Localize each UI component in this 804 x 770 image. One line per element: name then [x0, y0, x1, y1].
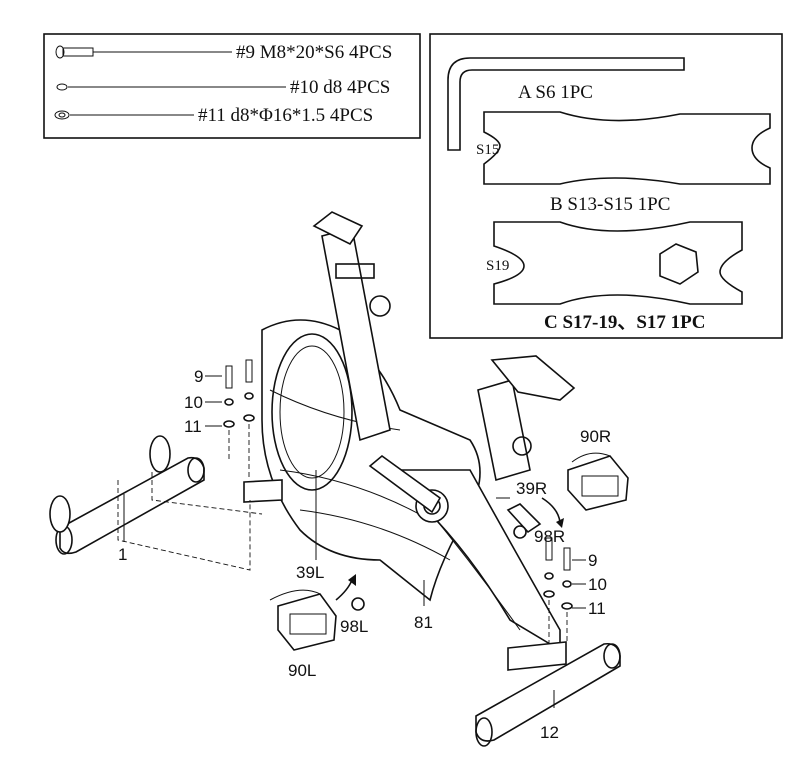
front-stabilizer: [49, 435, 205, 555]
wrench-c-icon: [493, 221, 743, 305]
tools-box: A S6 1PC S15 B S13-S15 1PC S19 C S17-19、…: [429, 33, 783, 339]
tool-label-c: C S17-19、S17 1PC: [544, 312, 706, 333]
tool-label-b: B S13-S15 1PC: [550, 194, 670, 215]
label-left-cap: 98L: [340, 617, 368, 636]
flat-washer-icon: [54, 110, 194, 120]
label-front-washer: 10: [184, 393, 203, 412]
label-front-flat-washer: 11: [184, 417, 202, 436]
left-pedal: [269, 589, 337, 651]
label-front-bolt: 9: [194, 367, 203, 386]
label-frame: 81: [414, 613, 433, 632]
spring-washer-icon: [56, 83, 286, 91]
rear-hardware-stack: [543, 537, 586, 644]
rotation-arrow-icon: [541, 497, 561, 523]
right-cap-icon: [513, 525, 527, 539]
label-right-pedal: 90R: [580, 427, 611, 446]
hex-socket-icon: [659, 243, 699, 285]
hex-key-icon: [447, 57, 685, 151]
wheel-icon: [149, 435, 171, 473]
label-left-crank: 39L: [296, 563, 324, 582]
hardware-label-9: #9 M8*20*S6 4PCS: [236, 42, 392, 63]
left-cap-icon: [351, 597, 365, 611]
label-right-cap: 98R: [534, 527, 565, 546]
label-rear-flat-washer: 11: [588, 599, 606, 618]
front-hardware-stack: [117, 359, 263, 571]
label-left-pedal: 90L: [288, 661, 316, 680]
hardware-label-11: #11 d8*Φ16*1.5 4PCS: [198, 105, 373, 126]
wrench-c-size: S19: [486, 258, 509, 274]
hardware-label-10: #10 d8 4PCS: [290, 77, 390, 98]
label-rear-stabilizer: 12: [540, 723, 559, 742]
wrench-b-icon: [483, 111, 771, 185]
wrench-b-size: S15: [476, 142, 499, 158]
rotation-arrow-icon: [335, 579, 353, 601]
label-rear-washer: 10: [588, 575, 607, 594]
tool-label-a: A S6 1PC: [518, 82, 593, 103]
bolt-icon: [55, 45, 232, 59]
label-front-stabilizer: 1: [118, 545, 127, 564]
right-pedal: [567, 452, 629, 511]
label-right-crank: 39R: [516, 479, 547, 498]
rear-stabilizer: [475, 642, 621, 747]
label-rear-bolt: 9: [588, 551, 597, 570]
hardware-box: #9 M8*20*S6 4PCS #10 d8 4PCS #11 d8*Φ16*…: [43, 33, 421, 139]
wheel-icon: [49, 495, 71, 533]
